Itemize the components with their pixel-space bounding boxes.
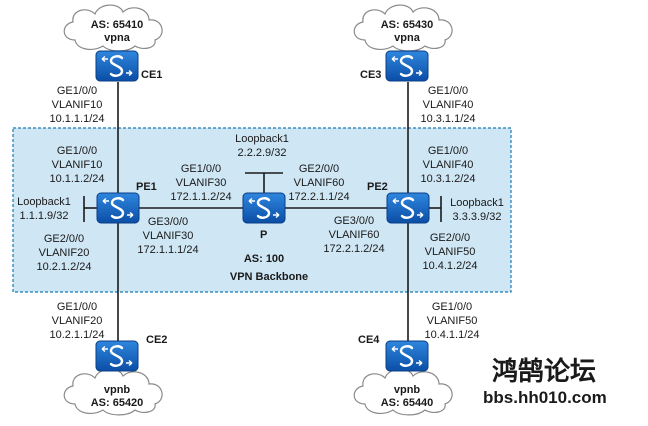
if-port: GE2/0/0 xyxy=(430,232,470,244)
interface-label-pe2-loopback: Loopback1 3.3.3.9/32 xyxy=(450,197,504,223)
interface-label-ce3: GE1/0/0 VLANIF40 10.3.1.1/24 xyxy=(420,85,475,125)
device-ce2 xyxy=(94,339,140,373)
device-label-ce1: CE1 xyxy=(141,69,162,81)
if-port: GE2/0/0 xyxy=(299,163,339,175)
router-icon xyxy=(94,339,140,373)
interface-label-ce1: GE1/0/0 VLANIF10 10.1.1.1/24 xyxy=(49,85,104,125)
if-vlanif: VLANIF50 xyxy=(427,315,478,327)
if-ip: 10.1.1.2/24 xyxy=(49,173,104,185)
cloud-vpn-label: vpna xyxy=(104,32,131,44)
if-vlanif: VLANIF10 xyxy=(52,99,103,111)
router-icon xyxy=(95,191,141,225)
interface-label-pe2-ge1: GE1/0/0 VLANIF40 10.3.1.2/24 xyxy=(420,145,475,185)
if-port: GE1/0/0 xyxy=(57,145,97,157)
router-icon xyxy=(384,339,430,373)
if-vlanif: VLANIF50 xyxy=(425,246,476,258)
cloud-vpn-label: vpna xyxy=(394,32,421,44)
if-vlanif: VLANIF20 xyxy=(52,315,103,327)
interface-label-pe1-ge1: GE1/0/0 VLANIF10 10.1.1.2/24 xyxy=(49,145,104,185)
if-ip: 172.1.1.2/24 xyxy=(170,191,231,203)
device-label-pe2: PE2 xyxy=(367,181,388,193)
interface-label-pe2-ge2: GE2/0/0 VLANIF50 10.4.1.2/24 xyxy=(422,232,477,272)
if-vlanif: VLANIF40 xyxy=(423,159,474,171)
if-port: GE1/0/0 xyxy=(428,85,468,97)
interface-label-ce2: GE1/0/0 VLANIF20 10.2.1.1/24 xyxy=(49,301,104,341)
device-pe1 xyxy=(95,191,141,225)
if-ip: 172.2.1.2/24 xyxy=(323,243,384,255)
device-label-ce4: CE4 xyxy=(358,334,380,346)
cloud-as-label: AS: 65430 xyxy=(381,19,434,31)
if-ip: 10.2.1.1/24 xyxy=(49,329,104,341)
backbone-name-label: VPN Backbone xyxy=(230,271,308,283)
device-ce1 xyxy=(94,49,140,83)
interface-label-ce4: GE1/0/0 VLANIF50 10.4.1.1/24 xyxy=(424,301,479,341)
if-vlanif: VLANIF60 xyxy=(329,229,380,241)
if-vlanif: VLANIF60 xyxy=(294,177,345,189)
watermark: 鸿鹄论坛 bbs.hh010.com xyxy=(483,356,607,407)
interface-label-pe2-ge3: GE3/0/0 VLANIF60 172.2.1.2/24 xyxy=(323,215,384,255)
links xyxy=(83,82,442,345)
cloud-vpnb-right: vpnb AS: 65440 xyxy=(353,368,453,416)
interface-label-pe1-loopback: Loopback1 1.1.1.9/32 xyxy=(17,196,71,222)
interface-label-p-loopback: Loopback1 2.2.2.9/32 xyxy=(235,133,289,159)
if-port: GE1/0/0 xyxy=(428,145,468,157)
if-ip: 10.4.1.1/24 xyxy=(424,329,479,341)
if-port: Loopback1 xyxy=(17,196,71,208)
if-vlanif: VLANIF40 xyxy=(423,99,474,111)
router-icon xyxy=(241,191,287,225)
router-icon xyxy=(384,49,430,83)
router-icon xyxy=(94,49,140,83)
if-vlanif: VLANIF30 xyxy=(143,230,194,242)
device-label-pe1: PE1 xyxy=(136,181,157,193)
cloud-as-label: AS: 65420 xyxy=(91,397,144,409)
interface-label-pe1-ge2: GE2/0/0 VLANIF20 10.2.1.2/24 xyxy=(36,233,91,273)
if-ip: 172.1.1.1/24 xyxy=(137,244,198,256)
if-port: Loopback1 xyxy=(450,197,504,209)
cloud-as-label: AS: 65410 xyxy=(91,19,144,31)
watermark-url: bbs.hh010.com xyxy=(483,388,607,407)
interface-label-pe1-ge3: GE3/0/0 VLANIF30 172.1.1.1/24 xyxy=(137,216,198,256)
cloud-vpnb-left: vpnb AS: 65420 xyxy=(63,368,163,416)
if-ip: 10.2.1.2/24 xyxy=(36,261,91,273)
if-ip: 172.2.1.1/24 xyxy=(288,191,349,203)
cloud-vpna-left: AS: 65410 vpna xyxy=(63,4,163,52)
if-port: GE1/0/0 xyxy=(432,301,472,313)
interface-label-p-ge1: GE1/0/0 VLANIF30 172.1.1.2/24 xyxy=(170,163,231,203)
device-label-ce2: CE2 xyxy=(146,334,167,346)
cloud-as-label: AS: 65440 xyxy=(381,397,434,409)
backbone-as-label: AS: 100 xyxy=(244,253,284,265)
cloud-vpn-label: vpnb xyxy=(394,384,421,396)
router-icon xyxy=(385,191,431,225)
if-ip: 3.3.3.9/32 xyxy=(453,211,502,223)
if-port: GE1/0/0 xyxy=(57,85,97,97)
if-vlanif: VLANIF30 xyxy=(176,177,227,189)
if-ip: 10.1.1.1/24 xyxy=(49,113,104,125)
device-ce4 xyxy=(384,339,430,373)
if-ip: 10.3.1.2/24 xyxy=(420,173,475,185)
if-vlanif: VLANIF10 xyxy=(52,159,103,171)
interface-label-p-ge2: GE2/0/0 VLANIF60 172.2.1.1/24 xyxy=(288,163,349,203)
device-p xyxy=(241,191,287,225)
if-port: GE1/0/0 xyxy=(181,163,221,175)
device-pe2 xyxy=(385,191,431,225)
cloud-vpn-label: vpnb xyxy=(104,384,131,396)
device-ce3 xyxy=(384,49,430,83)
if-port: GE2/0/0 xyxy=(44,233,84,245)
watermark-chinese-text: 鸿鹄论坛 xyxy=(492,356,596,386)
if-port: GE1/0/0 xyxy=(57,301,97,313)
if-ip: 1.1.1.9/32 xyxy=(20,210,69,222)
if-ip: 10.4.1.2/24 xyxy=(422,260,477,272)
device-label-p: P xyxy=(260,229,267,241)
if-port: GE3/0/0 xyxy=(148,216,188,228)
if-vlanif: VLANIF20 xyxy=(39,247,90,259)
device-label-ce3: CE3 xyxy=(360,69,381,81)
if-ip: 10.3.1.1/24 xyxy=(420,113,475,125)
if-ip: 2.2.2.9/32 xyxy=(238,147,287,159)
if-port: GE3/0/0 xyxy=(334,215,374,227)
cloud-vpna-right: AS: 65430 vpna xyxy=(353,4,453,52)
if-port: Loopback1 xyxy=(235,133,289,145)
